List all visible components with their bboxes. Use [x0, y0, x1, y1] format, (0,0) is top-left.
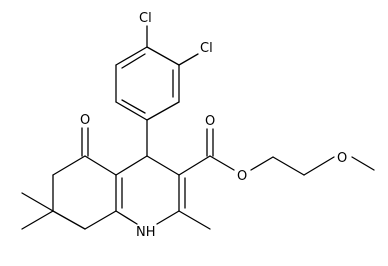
amine-nh-label: NH [136, 225, 156, 240]
bond [146, 155, 180, 176]
bond [178, 53, 199, 66]
ester-oxygen-label: O [237, 169, 247, 184]
bond [84, 210, 117, 230]
bond [303, 156, 335, 176]
ketone-oxygen-label: O [80, 113, 90, 128]
dihydropyridine-ring [115, 155, 186, 225]
chlorine-atom-label: Cl [200, 41, 213, 56]
bond [209, 155, 235, 171]
bond [178, 155, 211, 176]
ester-carbonyl-oxygen-label: O [205, 114, 215, 129]
chlorine-atom-label: Cl [139, 11, 152, 26]
ether-oxygen-label: O [337, 151, 347, 166]
bond [156, 210, 180, 225]
bond [52, 155, 86, 176]
cyclohexanone-ring [52, 155, 117, 230]
bond [178, 210, 211, 230]
bond [115, 210, 138, 225]
bond-double [121, 53, 146, 69]
bond [115, 46, 148, 66]
bond [250, 156, 274, 171]
bond [272, 156, 305, 176]
bond [115, 101, 148, 121]
bond [21, 192, 54, 212]
bond [52, 210, 86, 230]
bond [351, 156, 375, 171]
bond [84, 155, 117, 176]
dichlorophenyl-ring [115, 46, 180, 121]
bond [115, 155, 148, 176]
bond-double [121, 99, 146, 114]
bond [21, 210, 54, 230]
bond [146, 101, 180, 121]
bond [146, 46, 180, 66]
